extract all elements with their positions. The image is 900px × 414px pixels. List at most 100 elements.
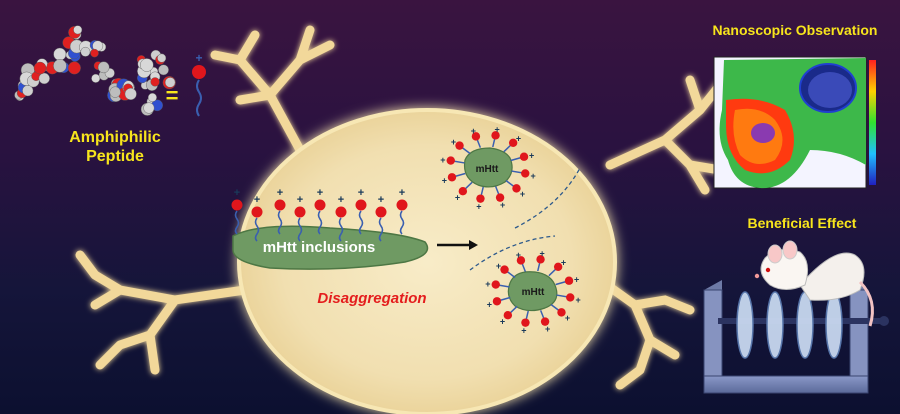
peptide-model-icon xyxy=(14,25,176,116)
atom xyxy=(97,61,110,74)
inclusions-label: mHtt inclusions xyxy=(263,239,376,256)
equals-sign: = xyxy=(166,83,179,108)
charge-plus: + xyxy=(540,249,545,259)
atom xyxy=(22,85,34,97)
charge-plus: + xyxy=(516,134,521,144)
radial-peptide: + xyxy=(505,179,525,199)
charge-plus: + xyxy=(521,325,526,335)
radial-peptide: + xyxy=(516,250,527,272)
atom xyxy=(140,58,154,72)
charge-plus: + xyxy=(442,175,447,185)
atom xyxy=(164,77,176,88)
charge-plus: + xyxy=(530,171,535,181)
peptide-on-inclusion: + xyxy=(231,187,243,235)
peptide-on-inclusion: + xyxy=(251,194,263,242)
radial-peptides: ++++++++++++++++++++++++ xyxy=(440,125,580,336)
radial-peptide: + xyxy=(440,155,465,165)
radial-peptide: + xyxy=(503,134,521,153)
charge-plus: + xyxy=(358,187,364,199)
amphiphilic-line-2: Peptide xyxy=(86,148,144,165)
charge-plus: + xyxy=(516,250,521,260)
charge-plus: + xyxy=(529,151,534,161)
radial-peptide: + xyxy=(471,126,482,148)
radial-peptide: + xyxy=(476,186,485,211)
atom xyxy=(157,53,167,63)
charge-plus: + xyxy=(471,126,476,136)
atom xyxy=(91,73,101,83)
radial-peptide: + xyxy=(451,137,471,155)
atom xyxy=(143,102,155,114)
radial-peptide: + xyxy=(491,125,500,148)
charge-plus: + xyxy=(520,189,525,199)
radial-peptide: + xyxy=(521,310,530,335)
mhtt-monomer-bottom xyxy=(507,271,558,312)
peptide-charge-sign: + xyxy=(195,51,202,65)
charge-plus: + xyxy=(399,187,405,199)
atom xyxy=(53,59,67,73)
radial-peptide: + xyxy=(556,293,581,305)
peptide-on-inclusion: + xyxy=(314,187,326,235)
radial-peptide: + xyxy=(485,279,510,289)
charge-plus: + xyxy=(440,155,445,165)
peptide-on-inclusion: + xyxy=(294,194,306,242)
mouse-icon xyxy=(754,240,874,327)
charge-plus: + xyxy=(451,137,456,147)
charge-plus: + xyxy=(485,279,490,289)
disaggregation-label: Disaggregation xyxy=(317,290,426,307)
radial-peptide: + xyxy=(487,296,511,309)
radial-peptide: + xyxy=(536,249,545,272)
neuron-icon xyxy=(75,25,750,390)
charge-plus: + xyxy=(565,313,570,323)
radial-peptide: + xyxy=(442,172,466,185)
charge-plus: + xyxy=(378,194,384,206)
charge-plus: + xyxy=(561,258,566,268)
atom xyxy=(158,64,169,76)
peptide-on-inclusion: + xyxy=(274,187,286,235)
atom xyxy=(150,77,160,87)
radial-peptide: + xyxy=(455,181,473,202)
charge-plus: + xyxy=(487,299,492,309)
charge-plus: + xyxy=(545,324,550,334)
amphiphilic-line-1: Amphiphilic xyxy=(69,129,161,146)
atom xyxy=(124,87,137,100)
charge-plus: + xyxy=(455,192,460,202)
atom xyxy=(67,61,81,75)
charge-plus: + xyxy=(277,187,283,199)
charge-plus: + xyxy=(317,187,323,199)
charge-plus: + xyxy=(574,275,579,285)
rotarod-icon xyxy=(703,280,889,394)
atom xyxy=(147,92,157,102)
beneficial-effect-label: Beneficial Effect xyxy=(747,215,857,231)
charge-plus: + xyxy=(254,194,260,206)
radial-peptide: + xyxy=(500,305,518,326)
atom xyxy=(53,47,67,61)
dashed-arc-top xyxy=(514,167,581,229)
radial-peptide: + xyxy=(510,151,534,162)
charge-plus: + xyxy=(476,201,481,211)
charge-plus: + xyxy=(338,194,344,206)
atom xyxy=(90,48,99,58)
arrow-icon xyxy=(437,240,478,250)
charge-plus: + xyxy=(575,295,580,305)
atom xyxy=(80,46,91,57)
microscopy-image-icon xyxy=(713,56,876,189)
amphiphilic-peptide-label: Amphiphilic Peptide xyxy=(40,128,190,166)
charge-plus: + xyxy=(500,200,505,210)
peptide-on-inclusion: + xyxy=(375,194,387,242)
peptide-on-inclusion: + xyxy=(335,194,347,242)
nanoscopic-observation-label: Nanoscopic Observation xyxy=(712,22,878,38)
charge-plus: + xyxy=(496,261,501,271)
atom xyxy=(73,25,83,35)
peptide-symbol-icon xyxy=(192,65,206,117)
bound-peptides: + + + + + + + + + xyxy=(231,187,408,242)
atom xyxy=(109,86,121,98)
mhtt-bottom-label: mHtt xyxy=(522,287,545,298)
atom xyxy=(38,72,50,85)
atom xyxy=(33,61,47,75)
neuron-cell-body xyxy=(237,108,617,414)
radial-peptide: + xyxy=(548,258,566,277)
charge-plus: + xyxy=(234,187,240,199)
charge-plus: + xyxy=(297,194,303,206)
radial-peptide: + xyxy=(511,169,536,181)
